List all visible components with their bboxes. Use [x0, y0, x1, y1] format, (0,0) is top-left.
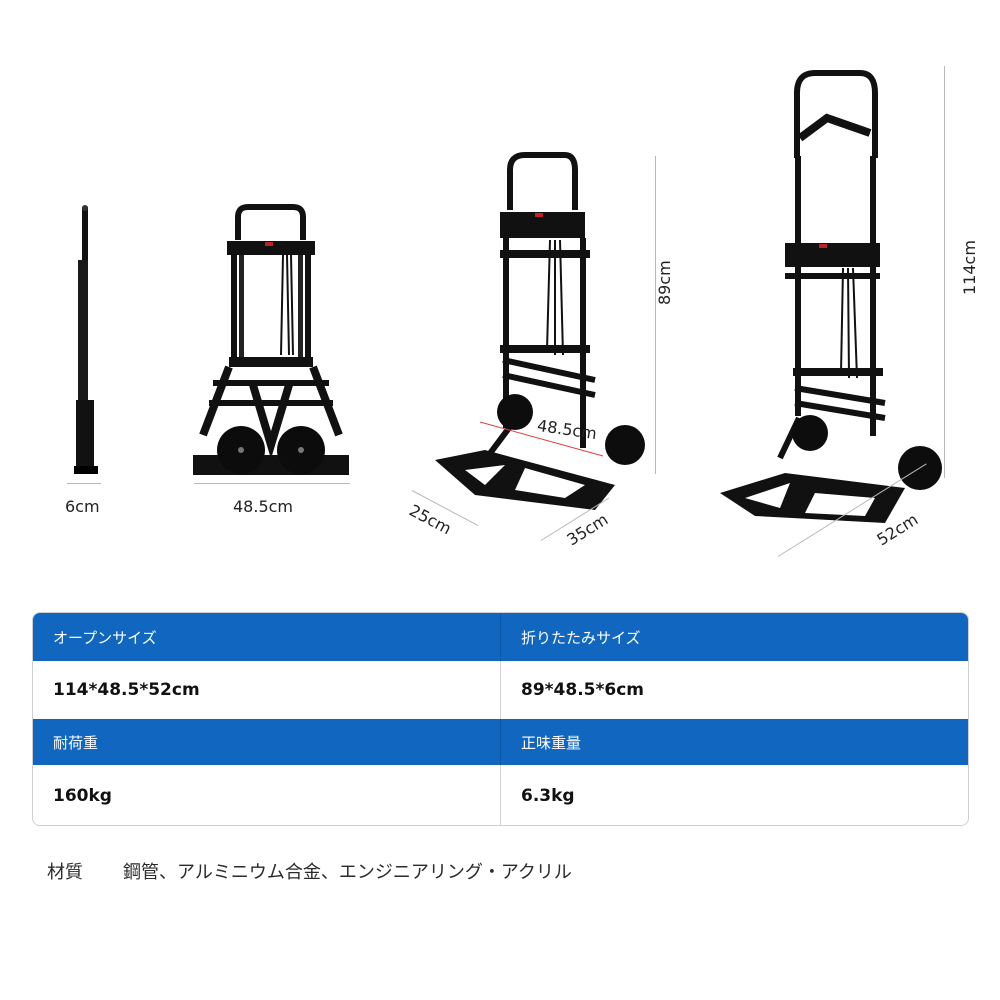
- open-height-dimension-line: [944, 66, 945, 478]
- net-weight-header: 正味重量: [501, 719, 968, 765]
- spec-table: オープンサイズ 折りたたみサイズ 114*48.5*52cm 89*48.5*6…: [32, 612, 969, 826]
- folded-height-dimension-line: [655, 156, 656, 474]
- product-dimension-figures: 6cm 48.5cm: [65, 66, 979, 557]
- folded-height-label: 89cm: [655, 260, 674, 305]
- load-capacity-value: 160kg: [33, 765, 501, 825]
- folded-perspective-trolley-image: [435, 152, 645, 510]
- open-perspective-trolley-image: [720, 70, 942, 523]
- side-view-dimension-line: [67, 483, 101, 484]
- front-view-width-label: 48.5cm: [233, 497, 294, 516]
- folded-size-header: 折りたたみサイズ: [501, 613, 968, 661]
- folded-size-value: 89*48.5*6cm: [501, 661, 968, 719]
- material-label: 材質: [47, 862, 83, 883]
- material-value: 鋼管、アルミニウム合金、エンジニアリング・アクリル: [123, 862, 572, 883]
- front-view-trolley-image: [193, 204, 349, 475]
- front-view-dimension-line: [194, 483, 350, 484]
- side-view-width-label: 6cm: [65, 497, 100, 516]
- open-size-value: 114*48.5*52cm: [33, 661, 501, 719]
- side-view-trolley-image: [74, 205, 98, 474]
- net-weight-value: 6.3kg: [501, 765, 968, 825]
- open-size-header: オープンサイズ: [33, 613, 501, 661]
- load-capacity-header: 耐荷重: [33, 719, 501, 765]
- material-row: 材質 鋼管、アルミニウム合金、エンジニアリング・アクリル: [47, 858, 572, 884]
- open-height-label: 114cm: [960, 240, 979, 295]
